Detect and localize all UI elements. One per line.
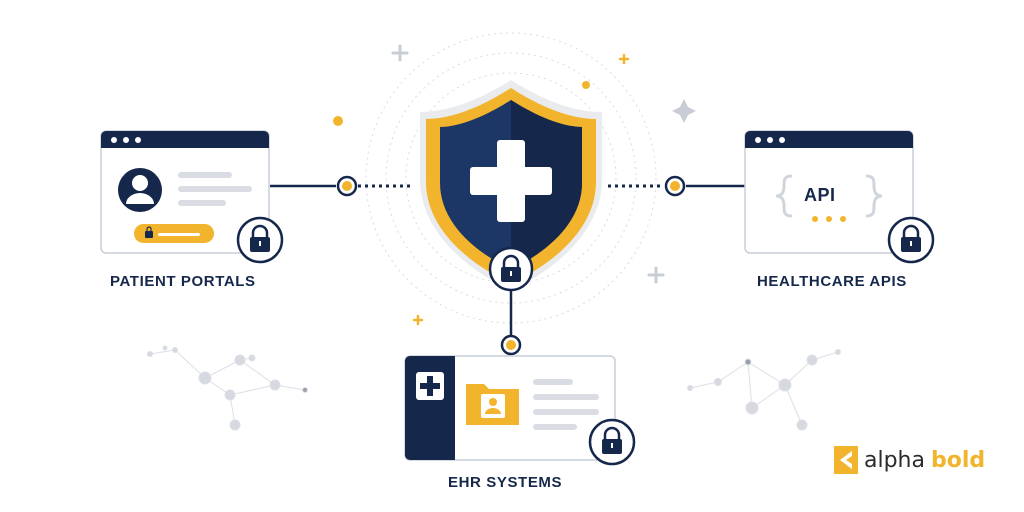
folder-icon bbox=[466, 384, 519, 425]
right-brace-icon bbox=[865, 174, 883, 218]
ehr-lock-icon bbox=[588, 418, 636, 466]
connector-bottom bbox=[500, 290, 522, 356]
patient-portal-card bbox=[100, 130, 270, 254]
ehr-card bbox=[404, 355, 616, 461]
network-constellation-left bbox=[147, 345, 308, 431]
ehr-systems-label: EHR SYSTEMS bbox=[448, 474, 563, 491]
brand-logo-icon bbox=[834, 446, 858, 474]
background-rings bbox=[365, 32, 657, 324]
connector-left bbox=[270, 175, 412, 197]
brand-logo: alpha bold bbox=[834, 446, 985, 474]
api-card-text: API bbox=[804, 185, 836, 205]
network-constellation-right bbox=[687, 349, 841, 431]
patient-portal-lock-icon bbox=[236, 216, 284, 264]
left-brace-icon bbox=[775, 174, 793, 218]
connector-right bbox=[608, 175, 745, 197]
shield-lock-icon bbox=[488, 246, 534, 292]
healthcare-apis-label: HEALTHCARE APIS bbox=[757, 273, 907, 290]
api-card bbox=[744, 130, 914, 254]
api-lock-icon bbox=[887, 216, 935, 264]
shield-icon bbox=[420, 80, 602, 290]
brand-name-part1: alpha bbox=[864, 447, 925, 473]
ehr-medical-cross-icon bbox=[416, 372, 444, 400]
decorative-sparkles bbox=[333, 44, 696, 326]
patient-portals-label: PATIENT PORTALS bbox=[110, 273, 256, 290]
medical-cross-icon bbox=[470, 140, 552, 222]
brand-name-part2: bold bbox=[930, 447, 986, 473]
user-avatar-icon bbox=[118, 168, 162, 212]
